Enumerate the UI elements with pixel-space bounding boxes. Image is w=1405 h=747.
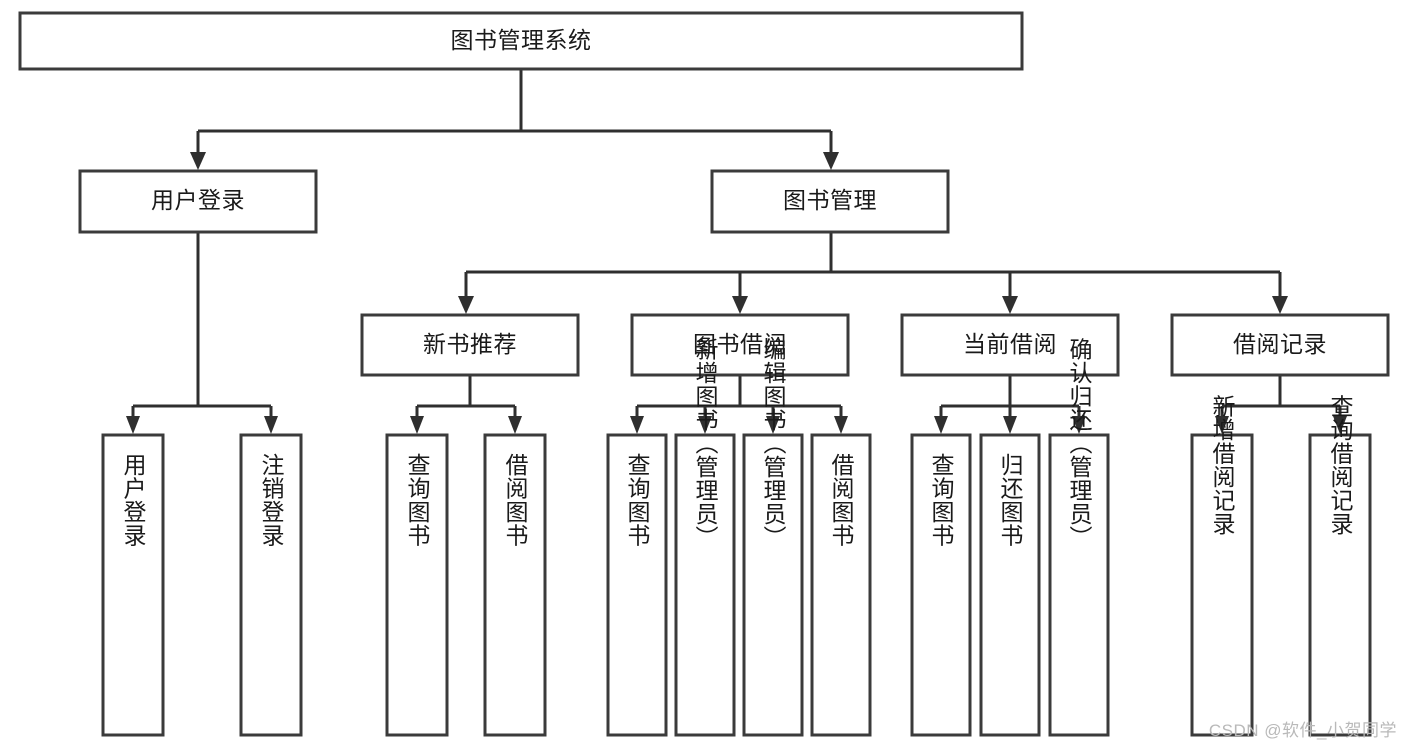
node-leaf-query-book-1[interactable]: 查询图书	[385, 433, 449, 737]
node-leaf-user-logout-box[interactable]	[239, 433, 303, 737]
node-leaf-add-record-box[interactable]	[1190, 433, 1254, 737]
node-borrow-record-box[interactable]	[1170, 313, 1390, 377]
node-current-borrow[interactable]: 当前借阅	[900, 313, 1120, 377]
node-leaf-return-book[interactable]: 归还图书	[979, 433, 1041, 737]
node-leaf-add-book-box[interactable]	[674, 433, 736, 737]
arrowhead-leaf-user-logout	[264, 416, 278, 434]
node-user-login-label: 用户登录	[151, 187, 245, 213]
connectors-layer	[126, 69, 1347, 434]
arrowhead-borrow-record	[1272, 296, 1288, 314]
node-leaf-user-logout[interactable]: 注销登录	[239, 433, 303, 737]
arrowhead-book-manage	[823, 152, 839, 170]
arrowhead-leaf-return-book	[1003, 416, 1017, 434]
node-leaf-user-login-label: 用户登录	[120, 453, 147, 547]
node-leaf-query-book-3-box[interactable]	[910, 433, 972, 737]
node-leaf-query-book-1-label: 查询图书	[404, 453, 431, 547]
arrowhead-leaf-query-book-3	[934, 416, 948, 434]
node-leaf-borrow-book-2-box[interactable]	[810, 433, 872, 737]
node-leaf-query-record-label: 查询借阅记录	[1327, 395, 1354, 536]
arrowhead-leaf-query-record	[1333, 416, 1347, 434]
node-leaf-query-book-2[interactable]: 查询图书	[606, 433, 668, 737]
node-current-borrow-label: 当前借阅	[963, 331, 1057, 357]
node-new-book-recommend[interactable]: 新书推荐	[360, 313, 580, 377]
node-leaf-borrow-book-2-label: 借阅图书	[828, 453, 855, 547]
node-leaf-edit-book-box[interactable]	[742, 433, 804, 737]
node-leaf-query-book-1-box[interactable]	[385, 433, 449, 737]
node-root-label: 图书管理系统	[451, 27, 592, 53]
node-leaf-borrow-book-2[interactable]: 借阅图书	[810, 433, 872, 737]
node-borrow-record[interactable]: 借阅记录	[1170, 313, 1390, 377]
node-user-login-box[interactable]	[78, 169, 318, 234]
node-leaf-confirm-return-label: 确认归还（管理员）	[1066, 337, 1093, 549]
arrowhead-leaf-query-book-2	[630, 416, 644, 434]
arrowhead-leaf-borrow-book-1	[508, 416, 522, 434]
node-leaf-add-record[interactable]: 新增借阅记录	[1190, 395, 1254, 737]
node-book-manage-label: 图书管理	[783, 187, 877, 213]
node-new-book-recommend-label: 新书推荐	[423, 331, 517, 357]
node-leaf-borrow-book-1[interactable]: 借阅图书	[483, 433, 547, 737]
node-leaf-user-logout-label: 注销登录	[258, 453, 285, 547]
arrowhead-new-book-recommend	[458, 296, 474, 314]
node-leaf-add-record-label: 新增借阅记录	[1209, 395, 1236, 536]
node-leaf-return-book-box[interactable]	[979, 433, 1041, 737]
node-leaf-query-book-2-box[interactable]	[606, 433, 668, 737]
node-leaf-query-book-2-label: 查询图书	[624, 453, 651, 547]
arrowhead-book-borrow	[732, 296, 748, 314]
arrowhead-leaf-user-login	[126, 416, 140, 434]
node-leaf-add-book-label: 新增图书（管理员）	[692, 337, 719, 549]
arrowhead-leaf-query-book-1	[410, 416, 424, 434]
arrowhead-current-borrow	[1002, 296, 1018, 314]
node-leaf-confirm-return-box[interactable]	[1048, 433, 1110, 737]
node-book-borrow-box[interactable]	[630, 313, 850, 377]
node-leaf-edit-book-label: 编辑图书（管理员）	[760, 337, 787, 549]
node-leaf-query-book-3-label: 查询图书	[928, 453, 955, 547]
node-leaf-user-login-box[interactable]	[101, 433, 165, 737]
node-root-system[interactable]: 图书管理系统	[18, 11, 1024, 71]
node-leaf-query-record-box[interactable]	[1308, 433, 1372, 737]
node-leaf-query-record[interactable]: 查询借阅记录	[1308, 395, 1372, 737]
node-leaf-confirm-return[interactable]: 确认归还（管理员）	[1048, 337, 1110, 737]
node-user-login[interactable]: 用户登录	[78, 169, 318, 234]
node-book-borrow-label: 图书借阅	[693, 331, 787, 357]
arrowhead-leaf-edit-book	[766, 416, 780, 434]
node-leaf-borrow-book-1-label: 借阅图书	[502, 453, 529, 547]
node-leaf-add-book[interactable]: 新增图书（管理员）	[674, 337, 736, 737]
node-leaf-borrow-book-1-box[interactable]	[483, 433, 547, 737]
arrowhead-leaf-confirm-return	[1072, 416, 1086, 434]
node-book-borrow[interactable]: 图书借阅	[630, 313, 850, 377]
arrowhead-leaf-borrow-book-2	[834, 416, 848, 434]
csdn-watermark: CSDN @软件_小贺同学	[1208, 721, 1397, 740]
arrowhead-leaf-add-record	[1215, 416, 1229, 434]
node-new-book-recommend-box[interactable]	[360, 313, 580, 377]
node-root-box[interactable]	[18, 11, 1024, 71]
node-leaf-edit-book[interactable]: 编辑图书（管理员）	[742, 337, 804, 737]
arrowhead-leaf-add-book	[698, 416, 712, 434]
node-borrow-record-label: 借阅记录	[1233, 331, 1327, 357]
node-book-manage-box[interactable]	[710, 169, 950, 234]
node-leaf-query-book-3[interactable]: 查询图书	[910, 433, 972, 737]
node-book-manage[interactable]: 图书管理	[710, 169, 950, 234]
node-current-borrow-box[interactable]	[900, 313, 1120, 377]
node-leaf-user-login[interactable]: 用户登录	[101, 433, 165, 737]
node-leaf-return-book-label: 归还图书	[997, 453, 1024, 547]
arrowhead-user-login	[190, 152, 206, 170]
